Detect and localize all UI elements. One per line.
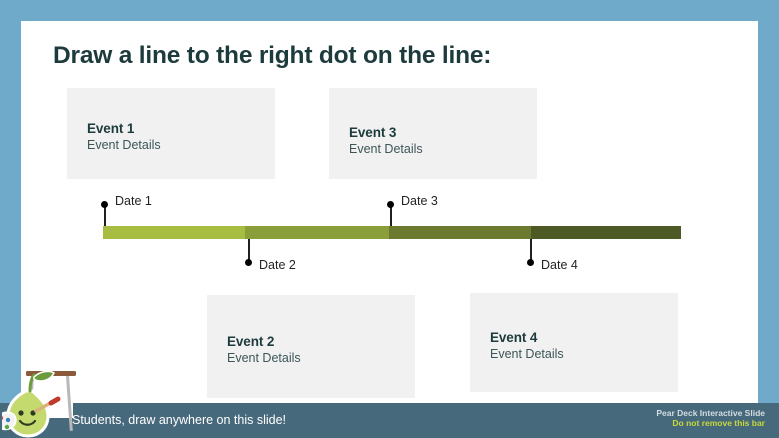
marker-stem [248, 239, 250, 262]
marker-label: Date 4 [541, 258, 578, 272]
marker-label: Date 2 [259, 258, 296, 272]
timeline-segment-4 [531, 226, 681, 239]
event-card-4-details: Event Details [490, 347, 564, 361]
marker-dot-icon[interactable] [245, 258, 253, 266]
timeline-segment-2 [245, 226, 389, 239]
timeline: Date 1 Date 2 Date 3 Date 4 [21, 21, 758, 407]
event-card-4-content: Event 4 Event Details [490, 330, 564, 361]
timeline-segment-1 [103, 226, 245, 239]
event-card-3[interactable]: Event 3 Event Details [329, 88, 537, 179]
timeline-segment-3 [389, 226, 531, 239]
bottom-bar-message: Students, draw anywhere on this slide! [72, 413, 287, 427]
event-card-3-details: Event Details [349, 142, 423, 156]
marker-dot-icon[interactable] [101, 200, 109, 208]
event-card-3-title: Event 3 [349, 125, 397, 140]
marker-label: Date 1 [115, 194, 152, 208]
marker-stem [530, 239, 532, 262]
slide-canvas: Draw a line to the right dot on the line… [21, 21, 758, 407]
brand-warning: Do not remove this bar [672, 418, 765, 429]
page-title: Draw a line to the right dot on the line… [53, 42, 492, 69]
pear-deck-branding: Pear Deck Interactive Slide Do not remov… [656, 408, 765, 428]
event-card-2-content: Event 2 Event Details [227, 334, 301, 365]
marker-label: Date 3 [401, 194, 438, 208]
marker-dot-icon[interactable] [387, 200, 395, 208]
event-card-1-content: Event 1 Event Details [87, 121, 161, 152]
event-card-1[interactable]: Event 1 Event Details [67, 88, 275, 179]
event-card-3-content: Event 3 Event Details [349, 125, 423, 156]
marker-stem [390, 204, 392, 226]
pear-deck-bottom-bar: Students, draw anywhere on this slide! P… [0, 370, 779, 438]
event-card-2[interactable]: Event 2 Event Details [207, 295, 415, 398]
event-card-1-title: Event 1 [87, 121, 135, 136]
marker-dot-icon[interactable] [527, 258, 535, 266]
pear-mascot-with-easel-icon [2, 370, 76, 438]
brand-title: Pear Deck Interactive Slide [656, 408, 765, 418]
event-card-1-details: Event Details [87, 138, 161, 152]
event-card-4[interactable]: Event 4 Event Details [470, 293, 678, 392]
event-card-2-details: Event Details [227, 351, 301, 365]
event-card-4-title: Event 4 [490, 330, 538, 345]
event-card-2-title: Event 2 [227, 334, 275, 349]
marker-stem [104, 204, 106, 226]
